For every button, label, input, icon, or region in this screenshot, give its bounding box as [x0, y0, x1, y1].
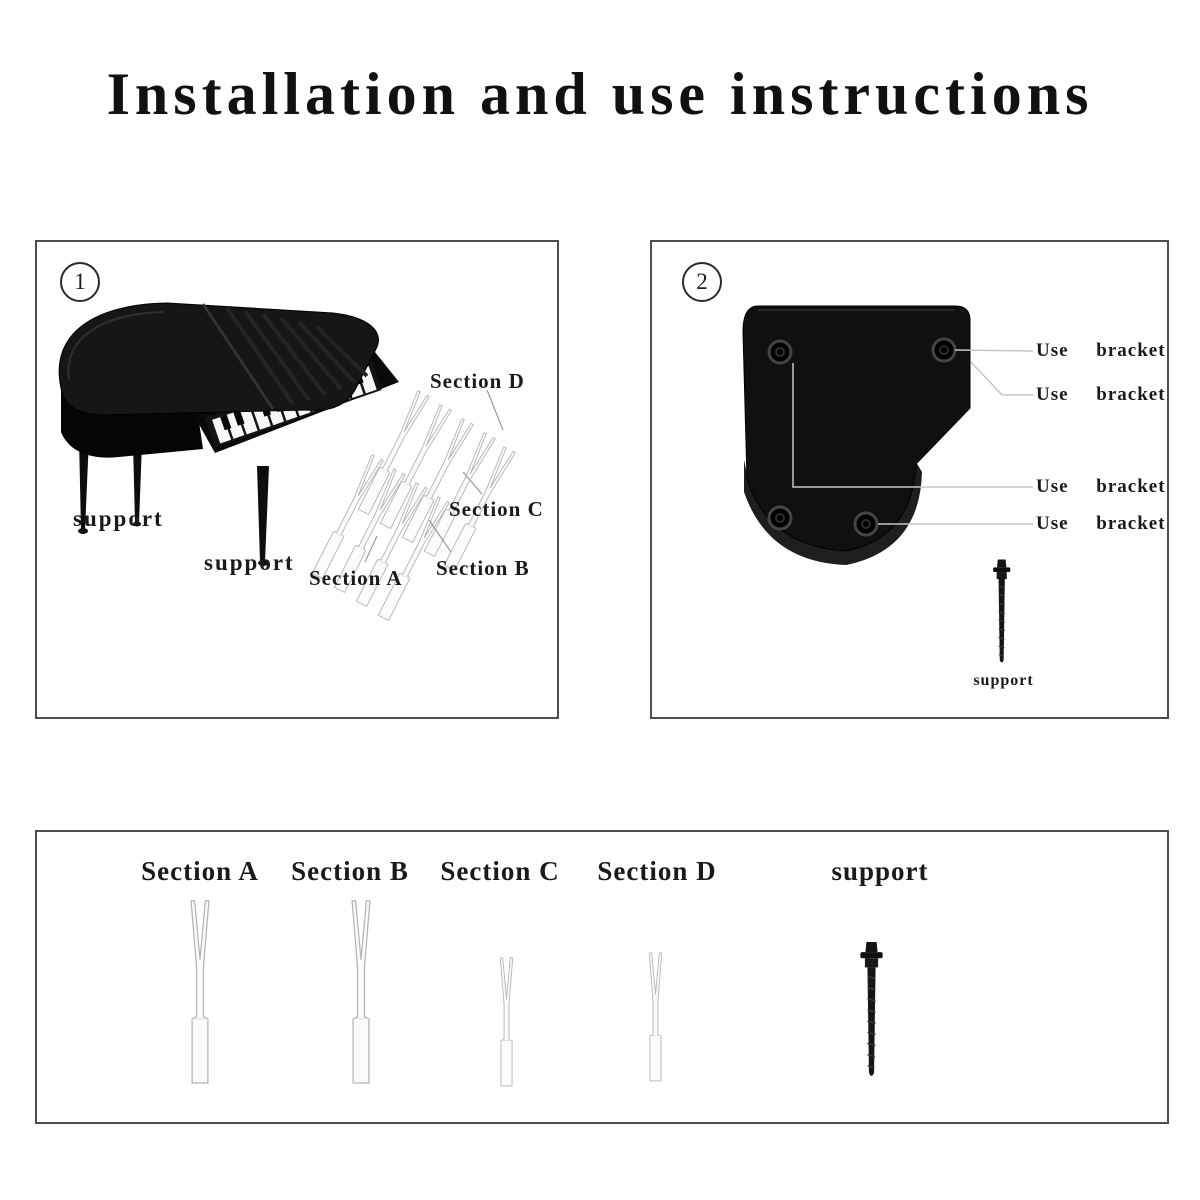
fork-section-d-icon [648, 952, 663, 1082]
label-section-d: Section D [430, 369, 525, 393]
support-screw-icon [992, 559, 1011, 664]
fork-section-b-icon [351, 899, 371, 1084]
piano-bottom-illustration [742, 305, 1034, 664]
label-support-left: support [73, 506, 164, 531]
step-1-number: 1 [60, 262, 100, 302]
label-use-bracket-4: Use bracket [1036, 513, 1166, 534]
parts-header-section-b: Section B [291, 856, 409, 886]
page-title: Installation and use instructions [106, 61, 1094, 127]
label-section-c: Section C [449, 497, 544, 521]
fork-section-c-icon [499, 957, 514, 1087]
label-use-bracket-2: Use bracket [1036, 384, 1166, 405]
screw-holes [767, 337, 957, 537]
piano-and-forks-illustration [58, 302, 516, 622]
fork-section-a-icon [190, 899, 210, 1084]
step-2-number: 2 [682, 262, 722, 302]
label-section-b: Section B [436, 556, 530, 580]
support-screw-part-icon [859, 941, 884, 1077]
panel1-leader-lines [364, 389, 504, 563]
label-use-bracket-1: Use bracket [1036, 340, 1166, 361]
parts-header-section-d: Section D [597, 856, 717, 886]
label-use-bracket-3: Use bracket [1036, 476, 1166, 497]
parts-header-section-a: Section A [141, 856, 259, 886]
label-section-a: Section A [309, 566, 403, 590]
step-1-number-text: 1 [74, 269, 86, 294]
step-2-number-text: 2 [696, 269, 708, 294]
parts-header-section-c: Section C [440, 856, 560, 886]
label-support-center: support [204, 550, 295, 575]
parts-panel [35, 830, 1169, 1124]
panel2-leader-lines [792, 349, 1034, 525]
label-support-screw: support [973, 672, 1034, 689]
parts-header-support: support [831, 856, 929, 886]
